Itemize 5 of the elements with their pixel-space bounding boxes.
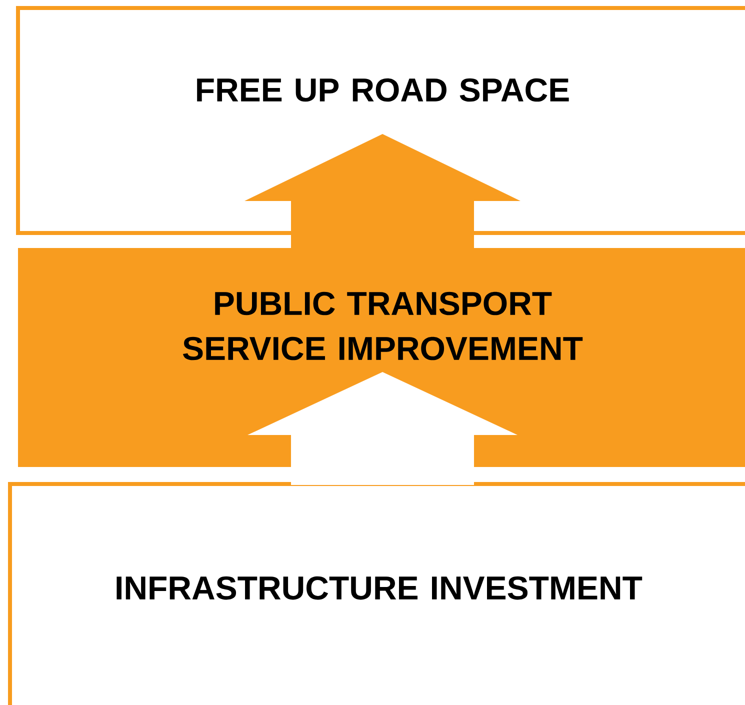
process-box: INFRASTRUCTURE INVESTMENT — [8, 482, 745, 705]
block-arrow — [244, 134, 520, 248]
process-box: PUBLIC TRANSPORT SERVICE IMPROVEMENT — [18, 248, 745, 467]
process-box: FREE UP ROAD SPACE — [16, 6, 745, 235]
block-arrow — [248, 372, 518, 485]
